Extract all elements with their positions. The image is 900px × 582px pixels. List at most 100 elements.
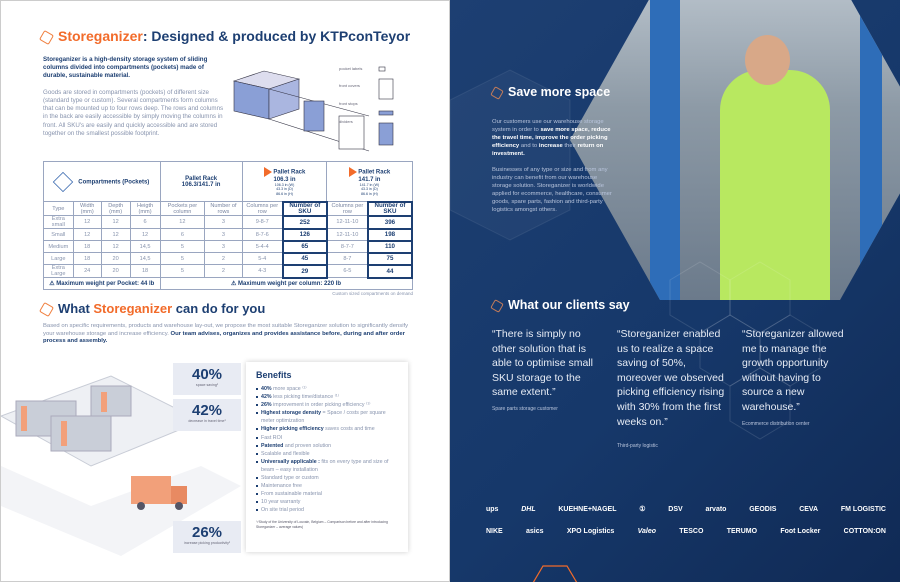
client-logo: DHL	[521, 505, 536, 513]
table-cell: Medium	[43, 240, 74, 253]
diagram-label: pocket labels	[339, 66, 363, 71]
client-logo: TERUMO	[726, 527, 758, 535]
client-logo: ups	[486, 505, 499, 513]
table-cell: 29	[281, 263, 328, 279]
hexagon-icon	[38, 29, 55, 45]
cube-icon	[53, 171, 74, 192]
benefits-title: Benefits	[256, 370, 292, 380]
stat-space-saving: 40%space saving¹	[173, 363, 241, 395]
section-heading: What Storeganizer can do for you	[38, 301, 419, 318]
benefit-item: 10 year warranty	[256, 498, 398, 506]
table-cell: 65	[281, 239, 328, 254]
column-header: Depth (mm)	[100, 201, 131, 216]
testimonial: “There is simply no other solution that …	[492, 328, 593, 412]
table-cell: 12	[72, 215, 102, 229]
table-cell: 5-4-4	[241, 240, 284, 253]
table-cell: 6-5	[326, 264, 369, 278]
warehouse-illustration: 40%space saving¹ 42%decrease in travel t…	[1, 356, 246, 556]
max-weight-column: ⚠ Maximum weight per column: 220 lb	[159, 277, 413, 290]
table-cell: 126	[281, 227, 328, 242]
table-cell: 5	[159, 264, 206, 278]
table-cell: 6	[129, 215, 161, 229]
table-cell: 18	[72, 240, 102, 253]
column-header: Columns per row	[326, 201, 369, 216]
table-cell: 396	[366, 214, 414, 230]
benefit-item: 42% less picking time/distance ⁽¹⁾	[256, 393, 398, 401]
section-what-it-does: What Storeganizer can do for you Based o…	[38, 301, 419, 346]
table-cell: Extra Large	[43, 264, 74, 278]
industries-text: Businesses of any type or size and from …	[492, 167, 612, 213]
table-cell: Extra small	[43, 215, 74, 229]
column-header: Number of SKU	[366, 200, 414, 217]
client-logo: COTTON:ON	[843, 527, 886, 535]
table-cell: 3	[204, 215, 243, 229]
table-cell: Large	[43, 252, 74, 265]
table-cell: 8-7-6	[241, 228, 284, 241]
column-header: Columns per row	[241, 201, 284, 216]
benefit-item: Universally applicable : fits on every t…	[256, 458, 398, 474]
table-cell: 5-4	[241, 252, 284, 265]
client-logo: XPO Logistics	[566, 527, 615, 535]
client-logo: CEVA	[799, 505, 819, 513]
column-header: Heigth (mm)	[129, 201, 161, 216]
table-cell: 5	[159, 252, 206, 265]
table-cell: 12-11-10	[326, 215, 369, 229]
page-title: Storeganizer: Designed & produced by KTP…	[38, 28, 410, 45]
table-cell: 252	[281, 214, 328, 230]
stat-picking-productivity: 26%increase picking productivity¹	[173, 521, 241, 553]
left-page: Storeganizer: Designed & produced by KTP…	[0, 0, 450, 582]
table-cell: 2	[204, 264, 243, 278]
table-cell: 110	[366, 239, 414, 254]
table-cell: 2	[204, 252, 243, 265]
client-logos-row: NIKE asics XPO Logistics Valeo TESCO TERUMO Fo…	[486, 520, 886, 542]
client-logo: Valeo	[637, 527, 656, 535]
table-cell: 8-7-7	[326, 240, 369, 253]
benefit-item: Patented and proven solution	[256, 442, 398, 450]
table-cell: 14,5	[129, 240, 161, 253]
save-space-block: Our customers use our warehouse storage …	[492, 118, 614, 214]
table-cell: 24	[72, 264, 102, 278]
table-cell: 20	[100, 264, 131, 278]
table-cell: 6	[159, 228, 206, 241]
table-cell: 18	[72, 252, 102, 265]
hexagon-icon	[490, 298, 504, 313]
client-logo: TESCO	[679, 527, 704, 535]
table-cell: 5	[159, 240, 206, 253]
client-logo: asics	[526, 527, 544, 535]
max-weight-pocket: ⚠ Maximum weight per Pocket: 44 lb	[43, 277, 161, 290]
client-logo: Foot Locker	[780, 527, 821, 535]
benefit-item: Scalable and flexible	[256, 450, 398, 458]
table-cell: 12	[159, 215, 206, 229]
client-logo: DSV	[668, 505, 683, 513]
benefit-item: On site trial period	[256, 506, 398, 514]
table-cell: 14,5	[129, 252, 161, 265]
table-cell: 12	[100, 215, 131, 229]
clients-heading: What our clients say	[490, 298, 630, 313]
column-header: Number of SKU	[281, 200, 328, 217]
client-logo: NIKE	[486, 527, 503, 535]
intro-text: Storeganizer is a high-density storage s…	[43, 56, 224, 137]
table-cell: 4-3	[241, 264, 284, 278]
benefits-footnote: ⁽¹⁾Study of the University of Louvain, B…	[256, 519, 388, 529]
benefit-item: 26% improvement in order picking efficie…	[256, 401, 398, 409]
table-cell: 20	[100, 252, 131, 265]
diagram-label: front covers	[339, 83, 360, 88]
table-cell: 9-8-7	[241, 215, 284, 229]
benefit-item: Maintenance free	[256, 482, 398, 490]
save-space-heading: Save more space	[490, 85, 610, 100]
table-cell: 12-11-10	[326, 228, 369, 241]
hexagon-icon	[38, 302, 55, 318]
testimonial: “Storeganizer allowed me to manage the g…	[742, 328, 844, 427]
table-cell: 45	[281, 251, 328, 266]
